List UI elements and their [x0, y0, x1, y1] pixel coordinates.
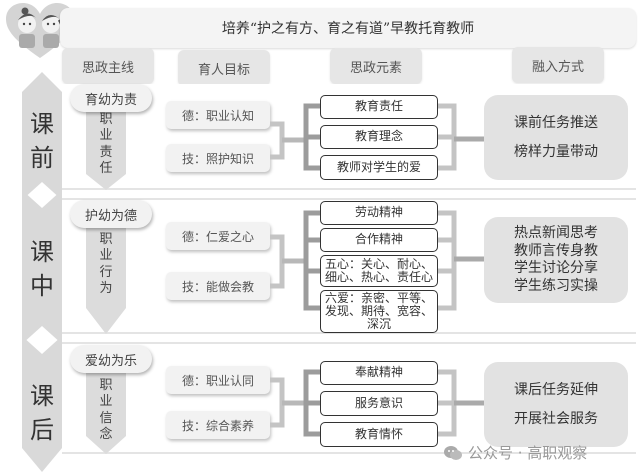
element-box: 奉献精神 — [320, 361, 438, 385]
goal-text: 德：仁爱之心 — [181, 229, 254, 244]
focus-char: 任 — [99, 160, 113, 176]
connectors-phase-3 — [270, 369, 484, 437]
phase-char: 课 — [30, 110, 54, 138]
goal-box: 德：职业认知 — [166, 101, 270, 129]
page-title: 培养“护之有方、育之有道”早教托育教师 — [60, 8, 636, 48]
focus-char: 业 — [99, 248, 113, 264]
column-header-goals: 育人目标 — [178, 50, 270, 86]
theme-pill-after: 爱幼为乐 — [70, 345, 152, 373]
element-text: 教育理念 — [354, 129, 403, 144]
goal-text: 德：职业认知 — [181, 108, 254, 123]
column-header-elements: 思政元素 — [330, 48, 422, 84]
element-text: 合作精神 — [354, 232, 403, 247]
focus-text-before: 职 业 责 任 — [82, 112, 130, 177]
element-box: 教师对学生的爱 — [320, 155, 438, 180]
column-header-methods: 融入方式 — [512, 47, 604, 83]
method-text: 课前任务推送 — [514, 115, 598, 132]
focus-char: 信 — [99, 410, 113, 426]
focus-text-after: 职 业 信 念 — [82, 378, 130, 443]
element-text: 教育责任 — [354, 99, 403, 114]
method-text: 课后任务延伸 — [514, 382, 598, 399]
phase-chevron-during — [22, 190, 62, 344]
element-text: 五心：关心、耐心、细心、热心、责任心 — [324, 256, 433, 284]
element-text: 教育情怀 — [354, 426, 403, 441]
focus-char: 业 — [99, 128, 113, 144]
title-text: 培养“护之有方、育之有道”早教托育教师 — [221, 21, 475, 37]
heart-logo-icon — [6, 3, 74, 58]
focus-char: 行 — [99, 264, 113, 280]
element-box: 五心：关心、耐心、细心、热心、责任心 — [320, 255, 438, 287]
phase-char: 中 — [30, 271, 54, 300]
goal-text: 技：综合素养 — [181, 418, 254, 433]
phase-label-before: 课 前 — [22, 108, 62, 175]
method-text: 热点新闻思考 — [514, 225, 598, 241]
phase-chevron-after — [22, 336, 62, 472]
method-box-after: 课后任务延伸 开展社会服务 — [484, 362, 628, 447]
goal-box: 技：能做会教 — [166, 272, 270, 300]
phase-char: 课 — [30, 238, 54, 266]
element-text: 奉献精神 — [354, 365, 403, 380]
phase-label-after: 课 后 — [22, 380, 62, 447]
phase-char: 课 — [30, 382, 54, 410]
theme-text: 育幼为责 — [84, 92, 137, 108]
goal-box: 技：照护知识 — [166, 144, 270, 172]
element-box: 教育情怀 — [320, 422, 438, 447]
connectors-phase-1 — [270, 103, 484, 171]
focus-char: 为 — [99, 280, 113, 296]
connectors-phase-2 — [270, 210, 484, 311]
theme-text: 爱幼为乐 — [84, 353, 137, 369]
method-text: 开展社会服务 — [514, 410, 598, 427]
focus-text-during: 职 业 行 为 — [82, 232, 130, 297]
focus-char: 职 — [99, 378, 113, 393]
header-label: 思政元素 — [349, 60, 402, 76]
element-text: 劳动精神 — [354, 205, 403, 220]
element-box: 服务意识 — [320, 391, 438, 416]
header-label: 思政主线 — [81, 60, 134, 76]
theme-pill-during: 护幼为德 — [70, 200, 152, 228]
method-text: 学生练习实操 — [514, 277, 598, 294]
focus-arrow-before — [86, 108, 126, 190]
theme-pill-before: 育幼为责 — [70, 84, 152, 112]
goal-box: 技：综合素养 — [166, 411, 270, 439]
column-header-mainline: 思政主线 — [62, 48, 154, 84]
focus-arrow-after — [86, 368, 126, 454]
element-text: 教师对学生的爱 — [336, 159, 421, 174]
element-text: 服务意识 — [354, 395, 403, 410]
header-label: 育人目标 — [197, 62, 250, 78]
focus-arrow-during — [86, 224, 126, 334]
theme-text: 护幼为德 — [84, 208, 137, 224]
wechat-icon — [444, 445, 462, 460]
element-box: 教育理念 — [320, 125, 438, 149]
method-box-before: 课前任务推送 榜样力量带动 — [484, 95, 628, 180]
element-box: 合作精神 — [320, 228, 438, 252]
method-text: 学生讨论分享 — [514, 260, 598, 276]
watermark: 公众号 · 高职观察 — [443, 442, 587, 463]
method-box-during: 热点新闻思考 教师言传身教 学生讨论分享 学生练习实操 — [484, 217, 628, 303]
method-text: 教师言传身教 — [514, 242, 598, 259]
goal-box: 德：职业认同 — [166, 366, 270, 394]
header-label: 融入方式 — [531, 59, 584, 75]
element-box: 劳动精神 — [320, 201, 438, 225]
focus-char: 念 — [99, 426, 113, 442]
phase-char: 后 — [30, 415, 54, 444]
focus-char: 责 — [99, 144, 113, 160]
goal-text: 技：照护知识 — [181, 151, 254, 166]
phase-char: 前 — [30, 143, 54, 172]
phase-label-during: 课 中 — [22, 236, 62, 303]
phase-chevron-before — [22, 72, 62, 200]
focus-char: 业 — [99, 394, 113, 410]
element-box: 六爱：亲密、平等、发现、期待、宽容、深沉 — [320, 290, 438, 333]
goal-text: 技：能做会教 — [181, 279, 254, 294]
focus-char: 职 — [99, 112, 113, 127]
element-box: 教育责任 — [320, 95, 438, 119]
goal-box: 德：仁爱之心 — [166, 222, 270, 250]
focus-char: 职 — [99, 232, 113, 247]
watermark-text: 公众号 · 高职观察 — [468, 444, 588, 462]
element-text: 六爱：亲密、平等、发现、期待、宽容、深沉 — [324, 290, 433, 332]
method-text: 榜样力量带动 — [514, 143, 598, 160]
goal-text: 德：职业认同 — [181, 373, 254, 388]
